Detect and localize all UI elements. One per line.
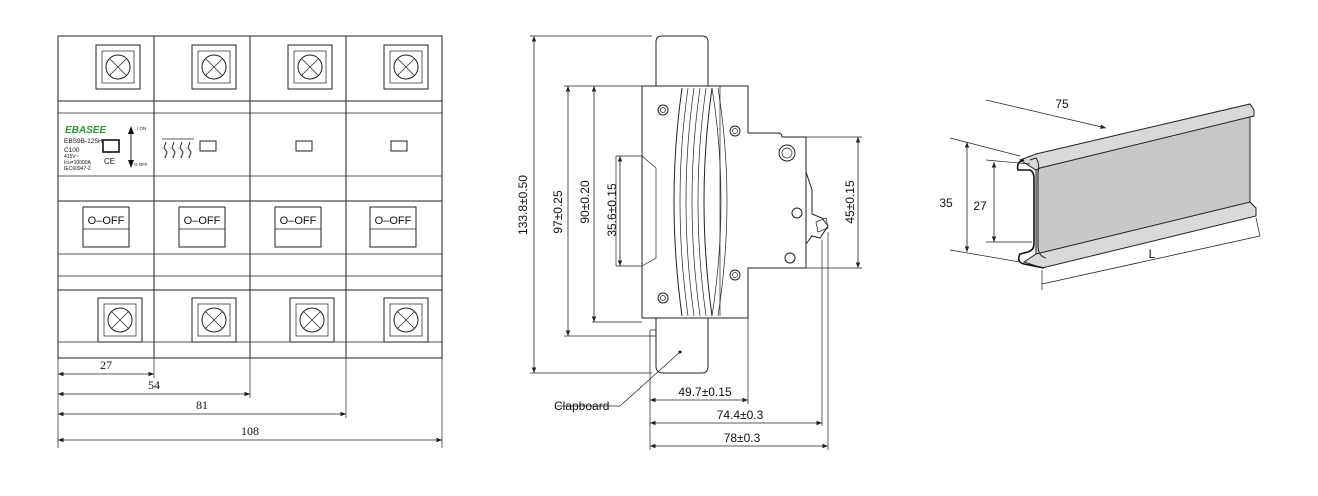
screw-icon — [791, 207, 803, 219]
spec-line: IEC60947-2 — [64, 166, 91, 172]
indicator-window — [102, 139, 120, 153]
terminal-screw-icon — [191, 297, 237, 343]
ce-mark: CE — [104, 157, 115, 166]
din-rail-view: 35 27 75 L — [939, 97, 1261, 290]
terminal-screw-icon — [289, 297, 335, 343]
breaker-symbol-icon — [162, 138, 194, 159]
rail-length-label: L — [1149, 247, 1156, 261]
rating-label: C100 — [64, 147, 80, 154]
rail-width-label: 75 — [1055, 97, 1069, 111]
spec-line: Icu=10000A — [64, 160, 91, 166]
screw-icon — [657, 104, 669, 116]
switch-handle[interactable]: O–OFF — [274, 206, 322, 248]
dimension-label: 78±0.3 — [724, 431, 761, 445]
terminal-screw-icon — [383, 297, 429, 343]
switch-label: O–OFF — [88, 215, 125, 227]
dimension-label: 97±0.25 — [551, 190, 565, 234]
on-label: I ON — [137, 126, 146, 131]
off-label: O OFF — [134, 162, 148, 167]
switch-label: O–OFF — [280, 215, 317, 227]
dimension-label: 74.4±0.3 — [717, 408, 764, 422]
breaker-front-view: EBASEE EBS9B-125H C100 415V~ Icu=10000A … — [57, 35, 443, 448]
indicator-window — [199, 140, 217, 152]
switch-label: O–OFF — [375, 215, 412, 227]
dimension-label: 45±0.15 — [843, 180, 857, 224]
clapboard-label: Clapboard — [554, 399, 609, 413]
switch-handle[interactable]: O–OFF — [369, 206, 417, 248]
dimension-label: 133.8±0.50 — [516, 175, 530, 235]
terminal-screw-icon — [191, 44, 237, 90]
switch-label: O–OFF — [184, 215, 221, 227]
dimension-label: 49.7±0.15 — [678, 385, 732, 399]
spec-line: 415V~ — [64, 154, 79, 160]
indicator-window — [295, 140, 313, 152]
dimension-label: 81 — [196, 398, 208, 412]
breaker-side-view: 133.8±0.50 97±0.25 90±0.20 35.6±0.15 45±… — [516, 35, 862, 450]
brand-logo: EBASEE — [65, 125, 106, 136]
dimension-label: 27 — [100, 358, 112, 372]
rail-height-label: 35 — [939, 196, 953, 210]
screw-icon — [778, 144, 796, 162]
terminal-screw-icon — [287, 44, 333, 90]
terminal-screw-icon — [95, 44, 141, 90]
switch-handle[interactable]: O–OFF — [178, 206, 226, 248]
dimension-label: 108 — [241, 424, 259, 438]
dimension-label: 54 — [148, 378, 160, 392]
switch-handle[interactable]: O–OFF — [82, 206, 130, 248]
dimension-label: 35.6±0.15 — [605, 183, 619, 237]
dimension-label: 90±0.20 — [578, 180, 592, 224]
screw-icon — [657, 292, 669, 304]
rail-inner-label: 27 — [973, 199, 987, 213]
screw-icon — [729, 125, 741, 137]
indicator-window — [390, 140, 408, 152]
terminal-screw-icon — [383, 44, 429, 90]
on-off-arrow-icon — [128, 126, 134, 168]
screw-icon — [784, 252, 796, 264]
terminal-screw-icon — [97, 297, 143, 343]
screw-icon — [729, 269, 741, 281]
model-label: EBS9B-125H — [64, 138, 103, 145]
